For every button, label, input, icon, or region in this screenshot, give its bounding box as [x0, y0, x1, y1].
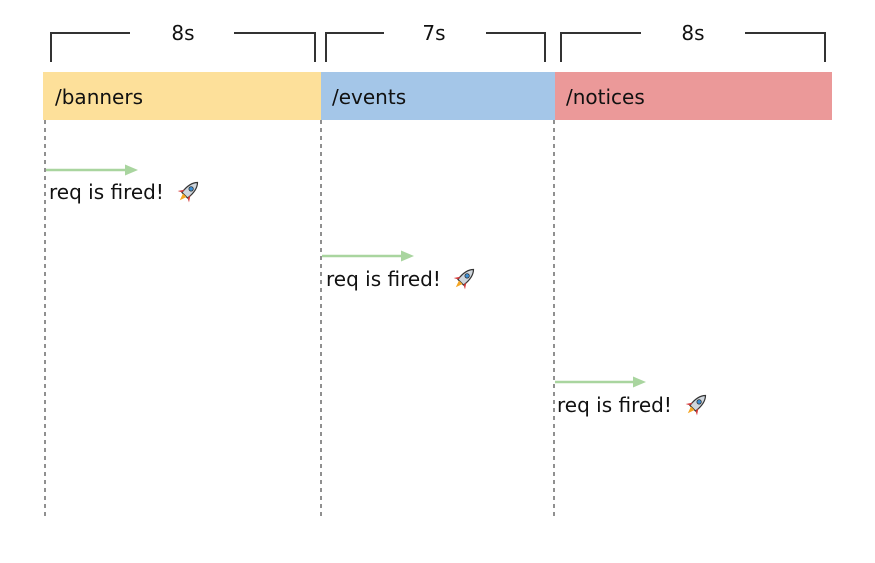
rocket-icon — [453, 268, 475, 290]
event-label-3: req is fired! — [557, 393, 672, 417]
endpoint-bar-notices — [555, 72, 832, 120]
endpoint-bar-events — [321, 72, 555, 120]
endpoint-notices: /notices — [555, 72, 832, 120]
duration-label-3: 8s — [681, 21, 704, 45]
request-event-1: req is fired! — [46, 164, 199, 204]
endpoint-events: /events — [321, 72, 555, 120]
duration-label-1: 8s — [171, 21, 194, 45]
arrowhead-2 — [401, 250, 414, 262]
arrowhead-1 — [125, 164, 138, 176]
arrowhead-3 — [633, 376, 646, 388]
endpoint-bar-banners — [43, 72, 321, 120]
endpoint-label-events: /events — [332, 85, 406, 109]
request-event-3: req is fired! — [555, 376, 707, 417]
event-label-2: req is fired! — [326, 267, 441, 291]
duration-bracket-1: 8s — [50, 21, 316, 62]
event-label-1: req is fired! — [49, 180, 164, 204]
duration-bracket-3: 8s — [560, 21, 826, 62]
duration-label-2: 7s — [422, 21, 445, 45]
duration-bracket-2: 7s — [325, 21, 546, 62]
endpoint-label-notices: /notices — [566, 85, 645, 109]
endpoint-banners: /banners — [43, 72, 321, 120]
endpoint-label-banners: /banners — [55, 85, 143, 109]
rocket-icon — [177, 181, 199, 203]
rocket-icon — [685, 394, 707, 416]
request-event-2: req is fired! — [322, 250, 475, 291]
